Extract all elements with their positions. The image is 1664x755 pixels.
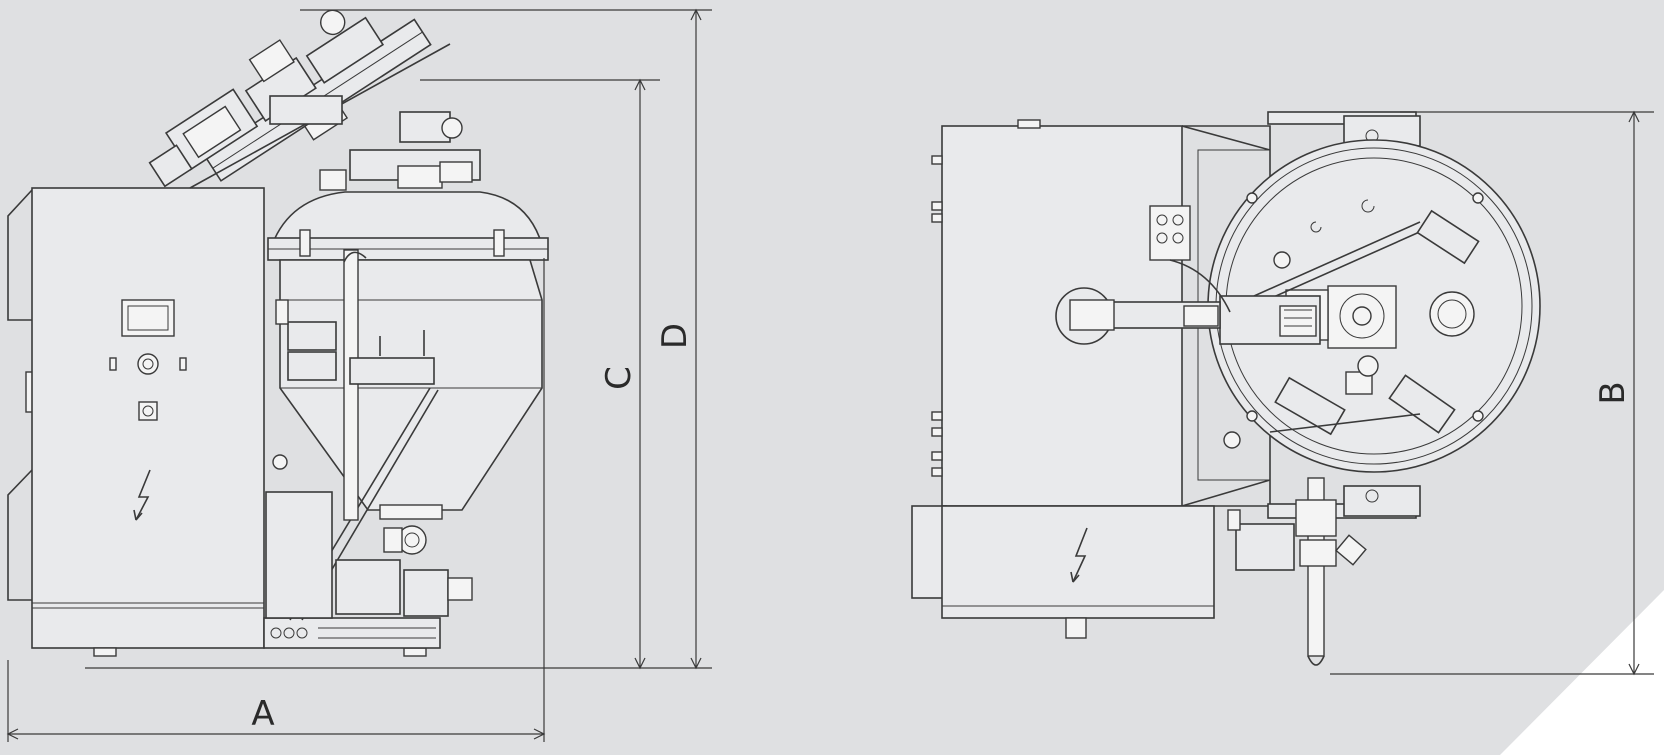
vertical-pipe [343, 249, 359, 521]
hinge-bracket [1343, 485, 1421, 517]
top-lower-cabinet [941, 505, 1215, 619]
base-frame [263, 617, 441, 649]
vessel-dome [270, 191, 544, 246]
top-lower-bump [911, 505, 947, 599]
valve-actuator [287, 351, 337, 381]
high-voltage-icon [1070, 527, 1088, 583]
top-dimensions: B [1330, 110, 1654, 676]
side-left-bump-top [7, 189, 33, 321]
motor-box [447, 577, 473, 601]
side-left-bump-bottom [7, 469, 33, 601]
indicator-lamp [109, 357, 117, 371]
dim-a-label: A [251, 694, 274, 734]
valve-actuator [287, 321, 337, 351]
high-voltage-icon [133, 469, 151, 521]
dim-d-label: D [655, 323, 695, 349]
leveling-foot [93, 647, 117, 657]
outlet-flange [379, 504, 443, 520]
main-switch [138, 401, 158, 421]
flange-clamp [493, 229, 505, 257]
side-dimensions: A C D [6, 8, 712, 742]
sample-valve [272, 454, 288, 470]
manifold [349, 357, 435, 385]
lid-cylinder [1416, 209, 1480, 265]
cable-gland [1065, 617, 1087, 639]
hmi-display [121, 299, 175, 337]
dim-b-label: B [1593, 381, 1633, 404]
corner-accent [1500, 590, 1664, 755]
junction-box [1149, 205, 1191, 261]
outlet-pump [335, 559, 401, 615]
pump-motor [265, 491, 333, 619]
outlet-motor [403, 569, 449, 617]
lid-motor [269, 95, 343, 125]
side-view [7, 9, 549, 657]
indicator-lamp [179, 357, 187, 371]
top-view [911, 111, 1541, 666]
lifting-arm [1253, 221, 1421, 297]
valve-block [1274, 376, 1346, 436]
dim-c-label: C [599, 366, 639, 390]
leveling-foot [403, 647, 427, 657]
sight-glass [1429, 291, 1475, 337]
selector-knob [137, 353, 159, 375]
outlet-pump-top [1235, 523, 1295, 571]
flange-clamp [299, 229, 311, 257]
vessel-body [279, 259, 543, 511]
